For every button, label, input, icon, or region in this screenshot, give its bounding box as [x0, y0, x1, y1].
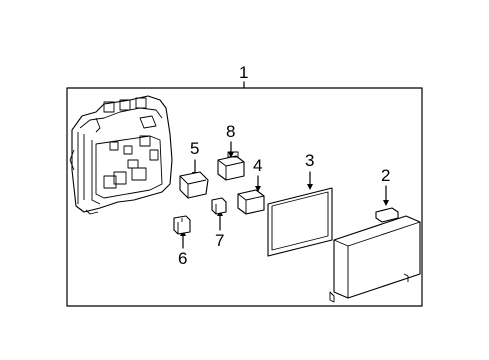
callout-8-arrow — [228, 152, 234, 158]
callout-3: 3 — [305, 151, 314, 170]
callout-7: 7 — [215, 231, 224, 250]
callout-4: 4 — [253, 156, 262, 175]
part-4-relay: 4 — [237, 156, 265, 215]
part-5-relay: 5 — [179, 139, 209, 199]
assembly-frame — [66, 87, 423, 307]
callout-3-arrow — [307, 184, 313, 190]
callout-1: 1 — [239, 63, 248, 82]
fuse-box-housing — [69, 95, 173, 215]
callout-4-arrow — [255, 186, 261, 192]
callout-8: 8 — [226, 122, 235, 141]
callout-6: 6 — [178, 249, 187, 268]
callout-2-arrow — [383, 200, 389, 206]
part-8-relay: 8 — [217, 122, 245, 181]
part-6-fuse: 6 — [173, 215, 191, 268]
callout-1-group: 1 — [66, 63, 423, 307]
part-7-fuse: 7 — [211, 197, 227, 250]
part-3-cover-plate: 3 — [267, 151, 333, 257]
callout-2: 2 — [381, 166, 390, 185]
callout-5: 5 — [190, 139, 199, 158]
part-2-lid: 2 — [329, 166, 421, 303]
